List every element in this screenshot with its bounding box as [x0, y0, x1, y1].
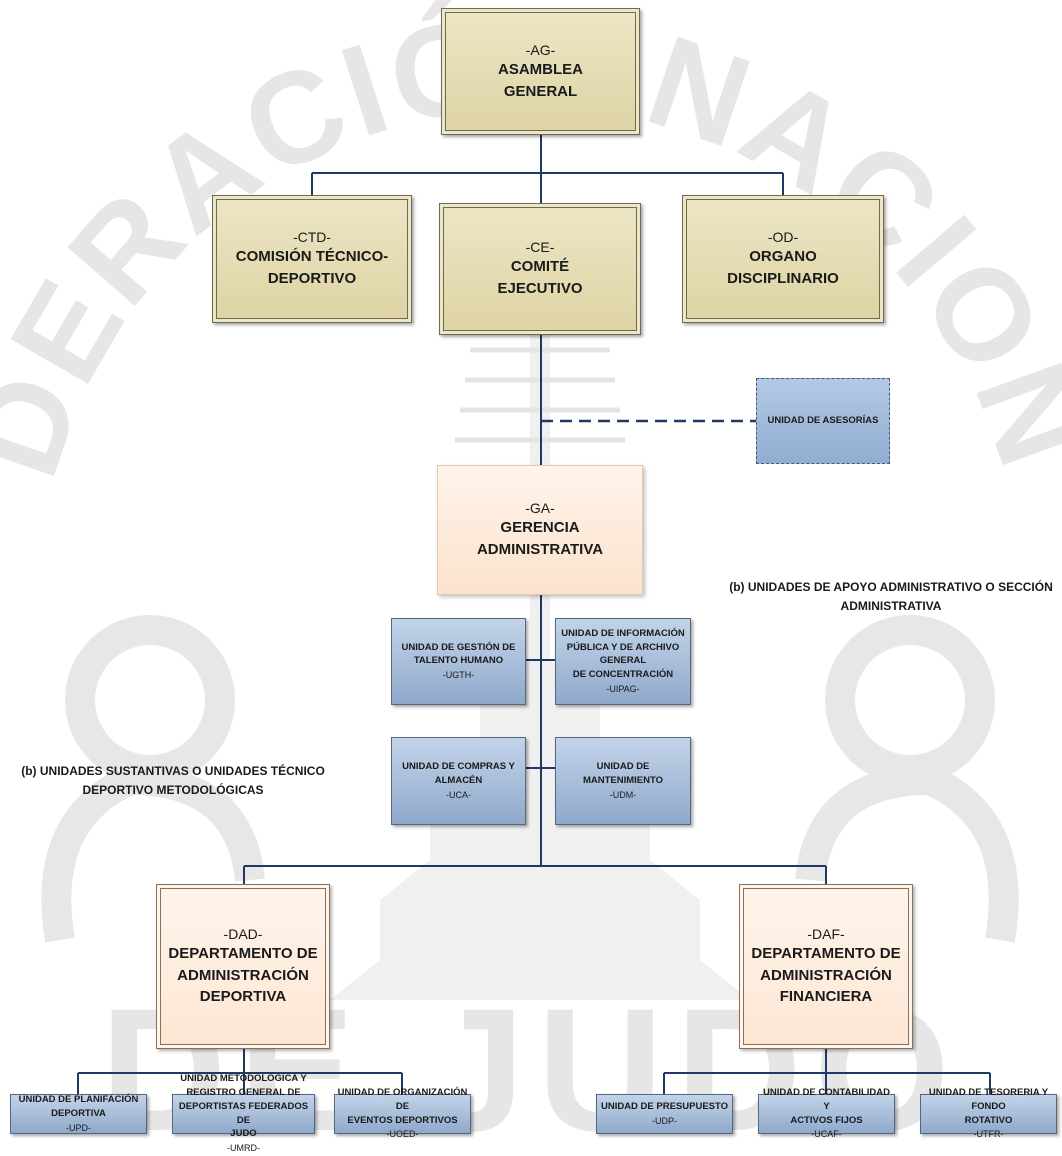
node-gerencia-administrativa[interactable]: -GA- GERENCIA ADMINISTRATIVA	[437, 465, 643, 595]
label-unidades-sustantivas: (b) UNIDADES SUSTANTIVAS O UNIDADES TÉCN…	[20, 762, 326, 800]
judoka-left-watermark	[41, 615, 265, 943]
label-line: (b) UNIDADES DE APOYO ADMINISTRATIVO O S…	[729, 580, 1053, 594]
node-upd[interactable]: UNIDAD DE PLANIFACIÓN DEPORTIVA -UPD-	[10, 1094, 147, 1134]
node-title-line: GENERAL	[503, 82, 578, 100]
node-name-line: ROTATIVO	[964, 1114, 1013, 1126]
node-title-line: FINANCIERA	[779, 988, 873, 1006]
node-name-line: JUDO	[230, 1128, 257, 1140]
node-name-line: UNIDAD DE INFORMACIÓN	[561, 627, 685, 639]
node-title-line: DEPARTAMENTO DE	[168, 944, 318, 962]
node-name-line: UNIDAD DE PLANIFACIÓN	[18, 1094, 139, 1106]
node-comite-ejecutivo[interactable]: -CE- COMITÉ EJECUTIVO	[439, 203, 641, 335]
node-name-line: UNIDAD DE GESTIÓN DE	[401, 641, 516, 653]
node-uipag[interactable]: UNIDAD DE INFORMACIÓN PÚBLICA Y DE ARCHI…	[555, 618, 691, 705]
node-title-line: DISCIPLINARIO	[727, 270, 839, 288]
node-code: -UPD-	[66, 1122, 91, 1133]
node-title-line: COMISIÓN TÉCNICO-	[235, 248, 389, 266]
node-name-line: ACTIVOS FIJOS	[790, 1114, 863, 1126]
node-name-line: DE CONCENTRACIÓN	[572, 669, 674, 681]
node-uca[interactable]: UNIDAD DE COMPRAS Y ALMACÉN -UCA-	[391, 737, 526, 825]
node-name-line: DEPORTIVA	[51, 1107, 106, 1119]
node-name-line: PÚBLICA Y DE ARCHIVO GENERAL	[566, 641, 680, 667]
judoka-right-watermark	[795, 615, 1019, 943]
node-name-line: DEPORTISTAS FEDERADOS DE	[178, 1100, 309, 1126]
node-unidad-asesorias[interactable]: UNIDAD DE ASESORÍAS	[756, 378, 890, 464]
label-unidades-apoyo: (b) UNIDADES DE APOYO ADMINISTRATIVO O S…	[728, 578, 1054, 616]
node-title-line: DEPARTAMENTO DE	[751, 944, 901, 962]
node-code: -UCAF-	[811, 1129, 842, 1140]
node-title-line: ADMINISTRACIÓN	[177, 966, 309, 984]
node-title-line: DEPORTIVO	[267, 270, 357, 288]
node-code: -UMRD-	[227, 1143, 260, 1154]
node-ugth[interactable]: UNIDAD DE GESTIÓN DE TALENTO HUMANO -UGT…	[391, 618, 526, 705]
label-line: DEPORTIVO METODOLÓGICAS	[82, 783, 264, 798]
node-code: -UDP-	[652, 1115, 677, 1126]
node-name-line: UNIDAD METODOLÓGICA Y	[180, 1073, 307, 1085]
node-title-line: ORGANO	[749, 248, 817, 266]
node-title-line: COMITÉ	[510, 258, 570, 276]
node-name-line: UNIDAD DE MANTENIMIENTO	[582, 761, 664, 786]
node-name-line: REGISTRO GENERAL DE	[186, 1087, 301, 1099]
node-title-line: EJECUTIVO	[497, 280, 583, 298]
node-organo-disciplinario[interactable]: -OD- ORGANO DISCIPLINARIO	[682, 195, 884, 323]
node-code: -DAF-	[807, 925, 845, 942]
node-departamento-administracion-deportiva[interactable]: -DAD- DEPARTAMENTO DE ADMINISTRACIÓN DEP…	[156, 884, 330, 1049]
node-code: -UOED-	[386, 1129, 419, 1140]
node-code: -CTD-	[292, 229, 332, 246]
node-name-line: UNIDAD DE PRESUPUESTO	[600, 1100, 729, 1112]
node-code: -GA-	[525, 500, 555, 517]
node-code: -UDM-	[609, 789, 637, 800]
label-line: ADMINISTRATIVA	[840, 599, 942, 614]
node-code: -AG-	[525, 41, 556, 58]
node-name-line: UNIDAD DE TESORERIA Y FONDO	[928, 1087, 1049, 1112]
node-code: -UTFR-	[973, 1129, 1004, 1140]
node-name-line: TALENTO HUMANO	[413, 655, 504, 667]
node-asamblea-general[interactable]: -AG- ASAMBLEA GENERAL	[441, 8, 640, 135]
node-code: -DAD-	[223, 925, 263, 942]
node-title-line: DEPORTIVA	[199, 988, 287, 1006]
node-ucaf[interactable]: UNIDAD DE CONTABILIDAD Y ACTIVOS FIJOS -…	[758, 1087, 895, 1139]
node-code: -CE-	[525, 239, 555, 256]
node-name-line: UNIDAD DE CONTABILIDAD Y	[762, 1087, 890, 1112]
node-code: -UIPAG-	[606, 683, 640, 694]
node-name-line: UNIDAD DE ORGANIZACIÓN DE	[337, 1087, 468, 1112]
node-code: -UGTH-	[442, 670, 475, 681]
node-code: -OD-	[767, 229, 799, 246]
node-udm[interactable]: UNIDAD DE MANTENIMIENTO -UDM-	[555, 737, 691, 825]
node-title-line: ASAMBLEA	[498, 60, 583, 78]
node-name-line: EVENTOS DEPORTIVOS	[347, 1114, 458, 1126]
node-udp[interactable]: UNIDAD DE PRESUPUESTO -UDP-	[596, 1094, 733, 1134]
node-uoed[interactable]: UNIDAD DE ORGANIZACIÓN DE EVENTOS DEPORT…	[334, 1087, 471, 1139]
node-comision-tecnico-deportivo[interactable]: -CTD- COMISIÓN TÉCNICO- DEPORTIVO	[212, 195, 412, 323]
node-code: -UCA-	[446, 789, 471, 800]
node-name-line: UNIDAD DE COMPRAS Y	[402, 761, 515, 773]
node-departamento-administracion-financiera[interactable]: -DAF- DEPARTAMENTO DE ADMINISTRACIÓN FIN…	[739, 884, 913, 1049]
node-title-line: ADMINISTRACIÓN	[760, 966, 892, 984]
label-line: (b) UNIDADES SUSTANTIVAS O UNIDADES TÉCN…	[21, 764, 325, 778]
node-title-line: GERENCIA	[500, 519, 580, 537]
node-name: UNIDAD DE ASESORÍAS	[767, 415, 879, 427]
node-name-line: ALMACÉN	[434, 774, 483, 786]
node-title-line: ADMINISTRATIVA	[476, 541, 604, 559]
node-utfr[interactable]: UNIDAD DE TESORERIA Y FONDO ROTATIVO -UT…	[920, 1087, 1057, 1139]
node-umrd[interactable]: UNIDAD METODOLÓGICA Y REGISTRO GENERAL D…	[172, 1073, 315, 1153]
